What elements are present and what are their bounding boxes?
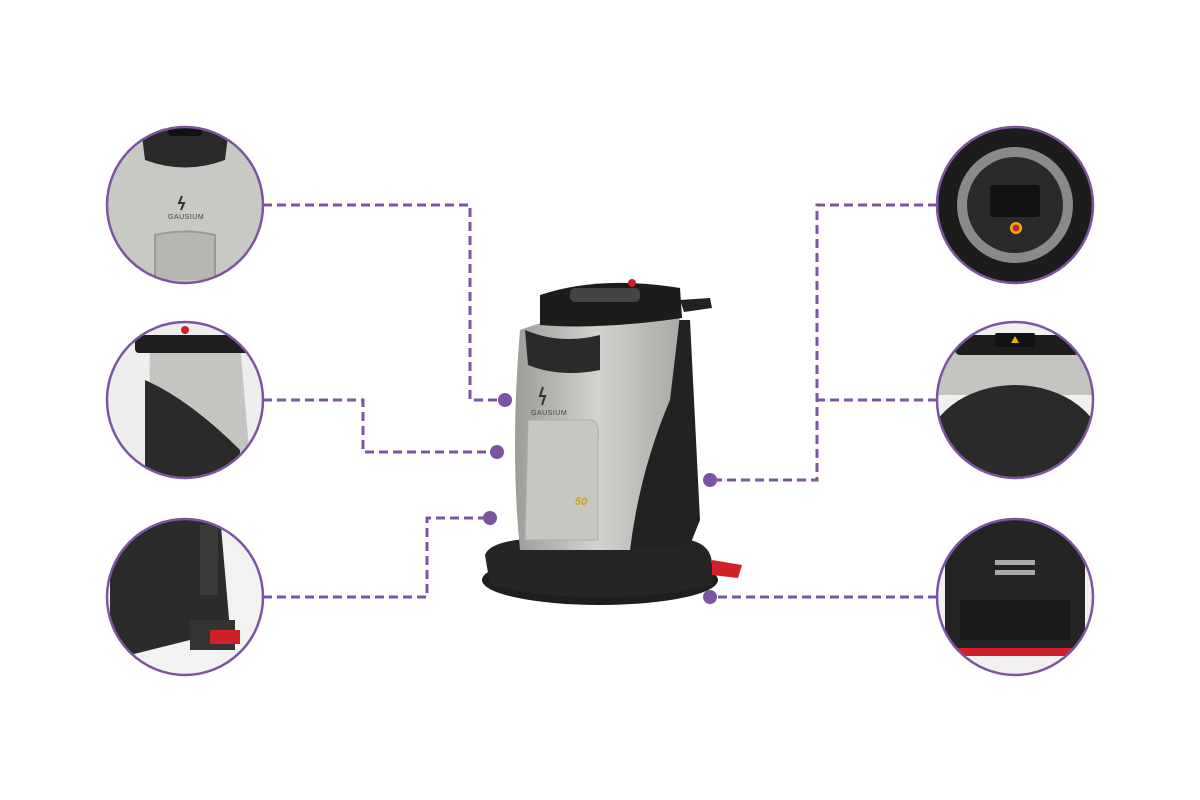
connector-lines — [263, 203, 937, 599]
dot-side — [490, 445, 504, 459]
callout-lower-side — [108, 520, 262, 674]
dot-rear-bottom — [703, 590, 717, 604]
connector-top-left — [263, 203, 505, 402]
dot-logo — [498, 393, 512, 407]
brand-logo-callout: GAUSIUM — [168, 214, 205, 221]
dot-rear — [703, 473, 717, 487]
callout-top-control — [938, 128, 1092, 282]
dot-lower — [483, 511, 497, 525]
connector-dots — [483, 393, 717, 604]
callout-top-front — [108, 128, 262, 282]
callout-rear-bottom — [938, 520, 1092, 674]
robot-scrubber — [482, 279, 742, 605]
brand-logo: GAUSIUM — [531, 410, 568, 417]
callout-rings — [105, 125, 1095, 677]
callout-rear-handle — [938, 323, 1092, 477]
connector-bottom-left — [263, 516, 490, 599]
callout-side-handle — [108, 323, 262, 477]
connector-top-right — [710, 203, 937, 482]
model-number: 50 — [575, 496, 588, 508]
connector-mid-left — [263, 398, 497, 454]
